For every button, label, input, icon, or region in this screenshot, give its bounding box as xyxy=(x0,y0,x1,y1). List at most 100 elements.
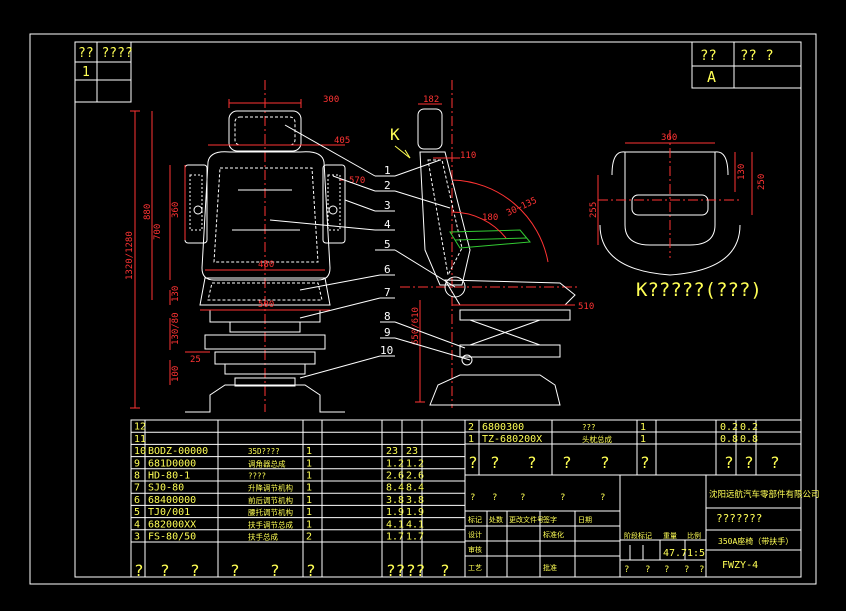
callout-3: 3 xyxy=(384,199,391,212)
drawing-name: ??????? xyxy=(716,512,762,525)
bom-right-header-cell: ? xyxy=(468,453,478,472)
bom-left-cell-name: 扶手总成 xyxy=(248,532,278,542)
bom-right-header-cell: ? xyxy=(600,453,610,472)
title-label-left: 签字 xyxy=(543,515,557,524)
k-detail-view xyxy=(597,130,753,276)
callout-10: 10 xyxy=(380,344,393,357)
dim-880: 880 xyxy=(143,204,153,220)
bom-right-cell-code: 6800300 xyxy=(482,422,524,433)
bom-left-cell-code: HD-80-1 xyxy=(148,471,190,482)
bom-right-cell-code: TZ-680200X xyxy=(482,434,542,445)
title-q-bottom-cell: ? xyxy=(684,565,689,575)
title-label-left: 标准化 xyxy=(543,530,564,539)
weight-label: 重量 xyxy=(663,532,677,540)
bom-left-footer: ??????????? xyxy=(134,561,450,580)
bom-left-cell-qty: 1 xyxy=(306,495,312,506)
top-right-value: A xyxy=(707,68,716,86)
bom-left-cell-no: 5 xyxy=(134,507,140,518)
dim-100: 100 xyxy=(171,366,181,382)
title-q-mid-cell: ? xyxy=(520,493,525,503)
side-seat-cushion xyxy=(444,279,576,306)
bom-right-cell-w2: 0.2 xyxy=(740,422,758,433)
side-view xyxy=(400,80,580,408)
drawing-number: FWZY-4 xyxy=(722,560,758,571)
dim-25: 25 xyxy=(190,355,201,365)
top-right-header-1: ?? xyxy=(700,48,717,64)
callout-7: 7 xyxy=(384,286,391,299)
bom-left-cell-qty: 1 xyxy=(306,458,312,469)
scale-label: 比例 xyxy=(687,531,701,540)
side-backrest xyxy=(419,151,471,286)
dim-480: 480 xyxy=(258,260,274,270)
bom-left-cell-w1: 8.4 xyxy=(386,483,404,494)
bom-left-footer-cell: ?? xyxy=(386,561,405,580)
front-view xyxy=(130,80,346,413)
title-q-bottom-cell: ? xyxy=(699,565,704,575)
bom-right-cell-name: ??? xyxy=(582,423,596,432)
product-name: 350A座椅（带扶手） xyxy=(718,536,793,546)
title-q-mid-cell: ? xyxy=(560,493,565,503)
title-label-left: 审核 xyxy=(468,545,482,554)
title-label-left: 日期 xyxy=(578,516,592,524)
dim-700: 700 xyxy=(153,224,163,240)
callout-1: 1 xyxy=(384,164,391,177)
bom-right-header-cell: ? xyxy=(490,453,500,472)
bom-left-cell-no: 10 xyxy=(134,446,146,457)
title-q-bottom: ????? xyxy=(624,565,704,575)
dim-570: 570 xyxy=(349,176,365,186)
bom-left-cell-w2: 23 xyxy=(406,446,418,457)
top-left-box: ?? ???? 1 xyxy=(74,41,133,103)
front-lift-mechanism xyxy=(204,334,326,350)
dim-130-80: 130/80 xyxy=(171,312,181,345)
bom-right-header-cell: ? xyxy=(640,453,650,472)
bom-left-cell-no: 4 xyxy=(134,519,140,530)
dim-500: 500 xyxy=(258,300,274,310)
dim-130: 130 xyxy=(171,286,181,302)
title-q-mid-cell: ? xyxy=(492,493,497,503)
bom-right-header-cell: ? xyxy=(562,453,572,472)
title-label-left: 标记 xyxy=(468,515,482,524)
dim-110: 110 xyxy=(460,151,476,161)
top-left-header: ?? ???? xyxy=(78,46,133,61)
bom-left-footer-cell: ? xyxy=(230,561,240,580)
dim-k-250: 250 xyxy=(757,174,767,190)
bom-left-cell-w1: 2.6 xyxy=(386,471,404,482)
callout-9: 9 xyxy=(384,326,391,339)
dim-182: 182 xyxy=(423,95,439,105)
bom-right-header-cell: ? xyxy=(744,453,754,472)
front-dimension-labels: 300 405 570 360 480 500 130 700 880 1320… xyxy=(125,95,365,382)
bom-right-cell-w1: 0.2 xyxy=(720,422,738,433)
bom-right-cell-name: 头枕总成 xyxy=(582,434,612,444)
dim-1320-1280: 1320/1280 xyxy=(125,231,135,280)
top-right-header-2: ?? ? xyxy=(740,48,774,64)
dim-180: 180 xyxy=(482,213,498,223)
dim-405: 405 xyxy=(334,136,350,146)
bom-left-cell-w2: 1.7 xyxy=(406,532,424,543)
bom-left-cell-qty: 1 xyxy=(306,483,312,494)
bom-left-cell-w1: 23 xyxy=(386,446,398,457)
bom-left-cell-w1: 1.9 xyxy=(386,507,404,518)
dim-k-130: 130 xyxy=(737,164,747,180)
side-lift-mechanism xyxy=(459,344,561,358)
bom-left-cell-code: 682000XX xyxy=(148,519,196,530)
bom-right-cell-w1: 0.8 xyxy=(720,434,738,445)
callout-5: 5 xyxy=(384,238,391,251)
bom-left-cell-code: FS-80/50 xyxy=(148,532,196,543)
k-view-caption: K?????(???) xyxy=(636,279,762,301)
bom-right-cell-w2: 0.8 xyxy=(740,434,758,445)
dim-k-255: 255 xyxy=(589,202,599,218)
bom-left-footer-cell: ? xyxy=(134,561,144,580)
weight-value: 47.7 xyxy=(663,548,687,559)
bom-left-cell-name: 35D???? xyxy=(248,447,280,456)
front-right-armrest xyxy=(322,164,346,244)
front-base xyxy=(185,384,345,413)
side-headrest xyxy=(417,108,443,150)
side-slide-rails xyxy=(459,309,571,321)
callout-2: 2 xyxy=(384,179,391,192)
title-q-bottom-cell: ? xyxy=(624,565,629,575)
side-armrest xyxy=(449,229,531,249)
bom-left-cell-name: ???? xyxy=(248,472,266,481)
bom-left-cell-qty: 1 xyxy=(306,507,312,518)
bom-left-cell-no: 3 xyxy=(134,532,140,543)
bom-left-cell-w1: 1.7 xyxy=(386,532,404,543)
